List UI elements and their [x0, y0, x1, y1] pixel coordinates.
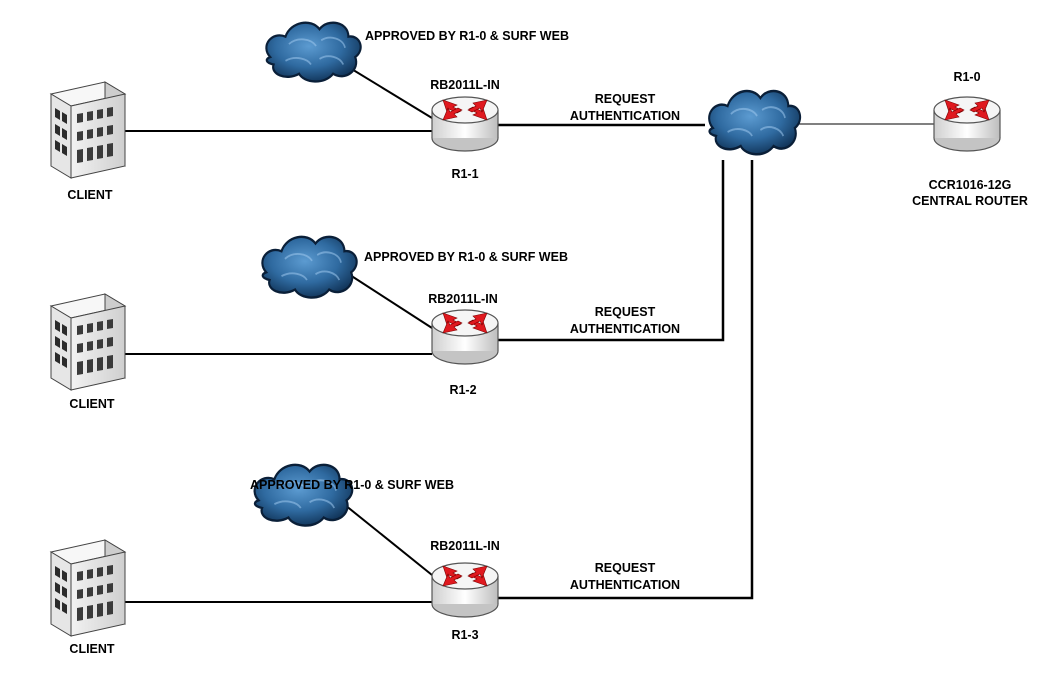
client-label-3: CLIENT	[69, 642, 115, 656]
request-label-3: REQUEST	[594, 561, 656, 575]
internet-cloud-1-icon	[265, 21, 362, 83]
router-model-label-1: RB2011L-IN	[430, 78, 500, 92]
approved-label-3: APPROVED BY R1-0 & SURF WEB	[250, 478, 454, 492]
router-model-label-2: RB2011L-IN	[428, 292, 498, 306]
client-building-3-icon	[50, 539, 126, 637]
request-label-2: REQUEST	[594, 305, 656, 319]
request-label-1: REQUEST	[594, 92, 656, 106]
router-name-label-1: R1-1	[451, 167, 479, 181]
router-model-label-3: RB2011L-IN	[430, 539, 500, 553]
hub-cloud-icon	[707, 89, 802, 156]
link-cloud1-r1-1	[349, 67, 433, 119]
authentication-label-3: AUTHENTICATION	[569, 578, 681, 592]
router-r1-1-icon	[431, 96, 499, 152]
router-r1-3-icon	[431, 562, 499, 618]
approved-label-2: APPROVED BY R1-0 & SURF WEB	[364, 250, 568, 264]
internet-cloud-3-icon	[253, 463, 354, 527]
authentication-label-2: AUTHENTICATION	[569, 322, 681, 336]
authentication-label-1: AUTHENTICATION	[569, 109, 681, 123]
client-building-2-icon	[50, 293, 126, 391]
approved-label-1: APPROVED BY R1-0 & SURF WEB	[365, 29, 569, 43]
connection-lines	[125, 67, 935, 603]
client-label-2: CLIENT	[69, 397, 115, 411]
link-r1-3-hub	[498, 160, 754, 600]
client-label-1: CLIENT	[67, 188, 113, 202]
router-r1-2-icon	[431, 309, 499, 365]
link-cloud3-r1-3	[344, 504, 433, 576]
central-router-role-label: CENTRAL ROUTER	[912, 194, 1028, 208]
router-r1-0-icon	[933, 96, 1001, 152]
router-name-label-3: R1-3	[451, 628, 479, 642]
central-router-model-label: CCR1016-12G	[928, 178, 1012, 192]
central-router-name-label: R1-0	[953, 70, 981, 84]
link-cloud2-r1-2	[349, 274, 433, 329]
internet-cloud-2-icon	[261, 235, 358, 299]
router-name-label-2: R1-2	[449, 383, 477, 397]
client-building-1-icon	[50, 81, 126, 179]
link-r1-2-hub	[498, 160, 725, 342]
